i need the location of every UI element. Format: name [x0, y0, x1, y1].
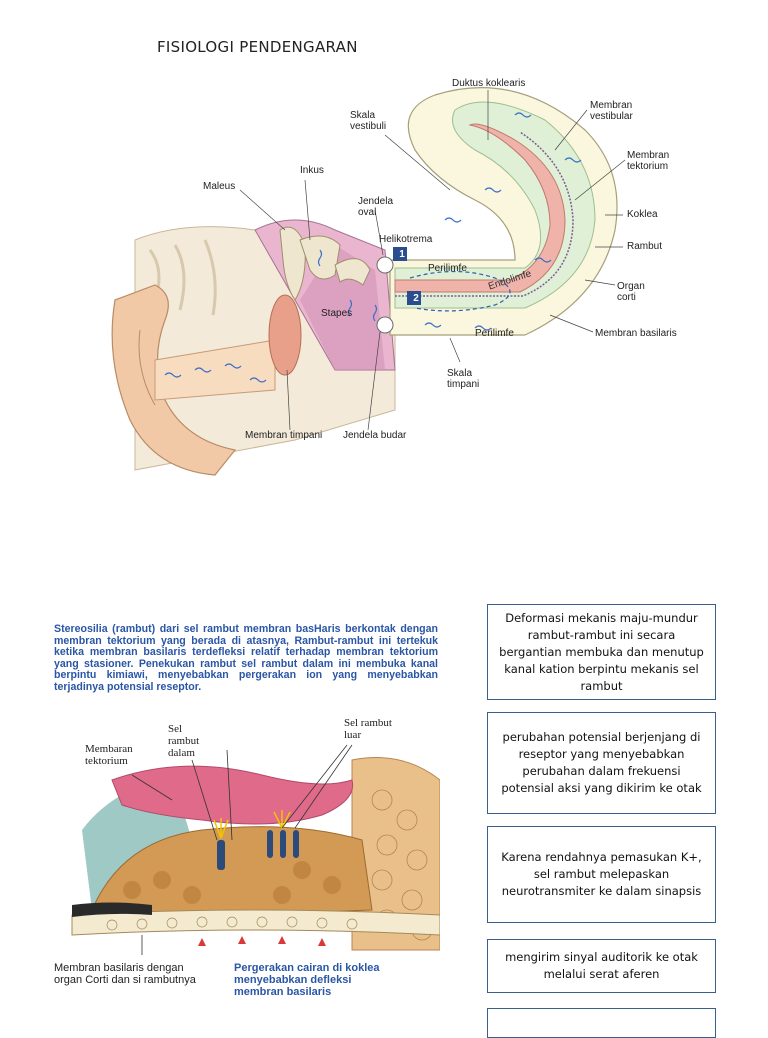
- ear-anatomy-figure: Maleus Inkus Skala vestibuli Duktus kokl…: [95, 70, 715, 480]
- page-title: FISIOLOGI PENDENGARAN: [157, 38, 358, 56]
- marker-1: 1: [399, 249, 405, 260]
- label-jendela-oval: Jendela oval: [358, 196, 394, 218]
- label-perilimfe-bottom: Perilimfe: [475, 328, 514, 339]
- label-jendela-budar: Jendela budar: [343, 430, 407, 441]
- label-organ-corti: Organ corti: [617, 281, 645, 303]
- corti-description: Stereosilia (rambut) dari sel rambut mem…: [54, 623, 438, 693]
- flow-box-1: Deformasi mekanis maju-mundur rambut-ram…: [487, 604, 716, 700]
- label-inkus: Inkus: [300, 165, 324, 176]
- label-stapes: Stapes: [321, 308, 353, 319]
- label-membran-vestibular: Membran vestibular: [590, 100, 633, 122]
- flow-box-5: [487, 1008, 716, 1038]
- corti-caption-left: Membran basilaris dengan organ Corti dan…: [54, 962, 196, 986]
- label-rambut: Rambut: [627, 241, 663, 252]
- label-membaran-tektorium: Membaran tektorium: [85, 743, 133, 767]
- ear-anatomy-illustration: [111, 87, 626, 476]
- label-skala-vestibuli: Skala vestibuli: [350, 110, 387, 132]
- label-membran-timpani: Membran timpani: [245, 430, 323, 441]
- label-helikotrema: Helikotrema: [379, 234, 433, 245]
- flow-box-4: mengirim sinyal auditorik ke otak melalu…: [487, 939, 716, 993]
- label-maleus: Maleus: [203, 181, 236, 192]
- label-perilimfe-top: Perilimfe: [428, 263, 467, 274]
- flow-box-2: perubahan potensial berjenjang di resept…: [487, 712, 716, 814]
- organ-of-corti-illustration: [52, 720, 441, 970]
- label-duktus-koklearis: Duktus koklearis: [452, 78, 526, 89]
- label-koklea: Koklea: [627, 209, 658, 220]
- label-sel-rambut-luar: Sel rambut luar: [344, 717, 392, 741]
- corti-caption-right: Pergerakan cairan di koklea menyebabkan …: [234, 962, 380, 998]
- label-skala-timpani: Skala timpani: [447, 368, 480, 390]
- marker-2: 2: [413, 293, 419, 304]
- label-membran-basilaris: Membran basilaris: [595, 328, 677, 339]
- organ-of-corti-figure: Membaran tektorium Sel rambut dalam Sel …: [52, 717, 441, 970]
- label-membran-tektorium: Membran tektorium: [627, 150, 670, 172]
- label-sel-rambut-dalam: Sel rambut dalam: [168, 723, 200, 759]
- flow-box-3: Karena rendahnya pemasukan K+, sel rambu…: [487, 826, 716, 923]
